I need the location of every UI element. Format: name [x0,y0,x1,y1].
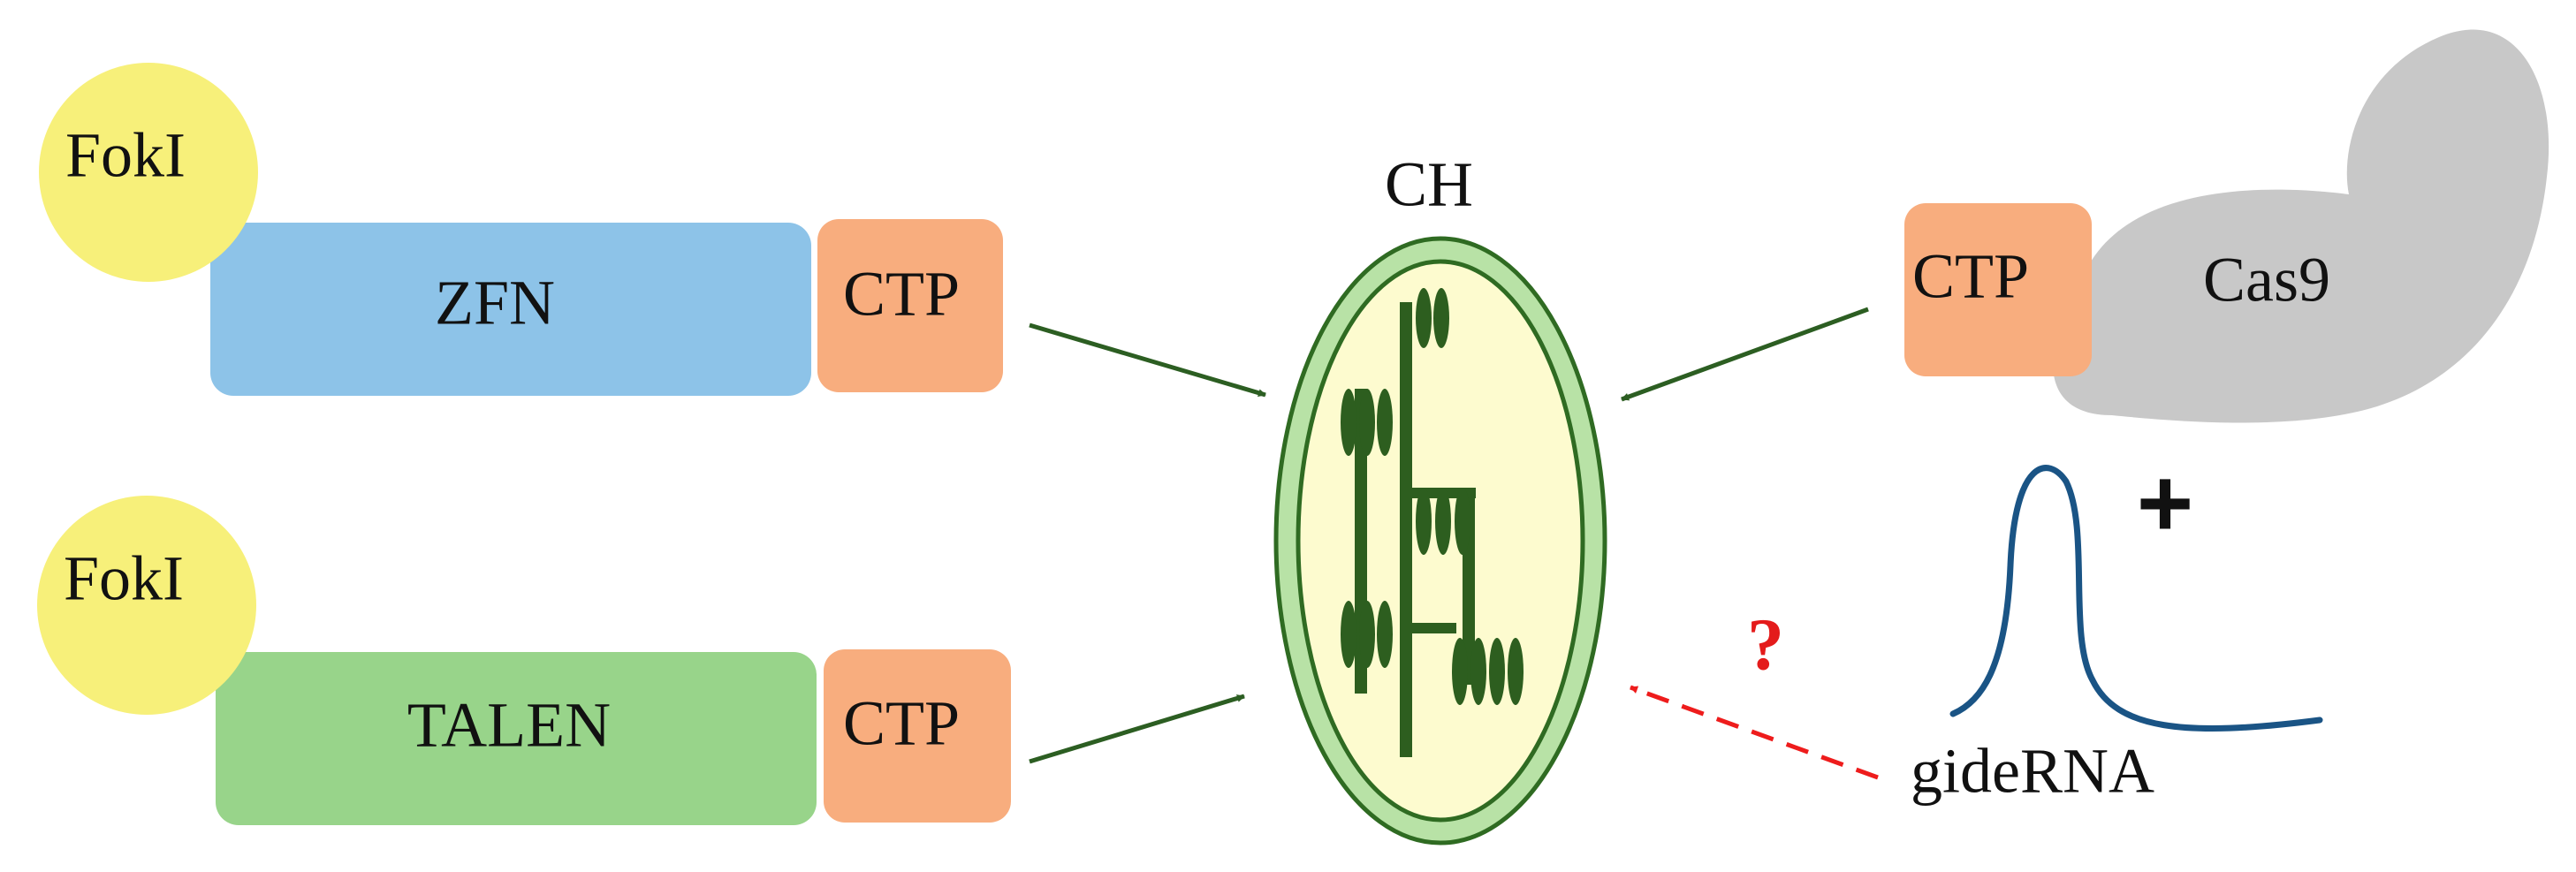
granum [1489,638,1505,705]
granum [1341,601,1356,668]
granum [1455,488,1470,555]
granum [1416,488,1432,555]
granum [1377,389,1393,456]
arrow-zfn-to-chloroplast [1029,322,1266,398]
foki-bottom-circle [37,496,256,715]
granum [1433,288,1449,348]
zfn-construct: FokI ZFN CTP [39,63,1003,396]
ctp-talen-box [824,649,1011,823]
plus-sign: + [2137,449,2193,557]
question-mark: ? [1747,603,1784,686]
granum [1470,638,1486,705]
lamella [1400,302,1412,757]
ctp-zfn-label: CTP [843,259,960,330]
talen-box [216,652,817,825]
granum [1416,288,1432,348]
granum [1359,389,1375,456]
cas9-construct: CTP Cas9 [1904,29,2549,423]
foki-top-label: FokI [65,120,186,191]
chloroplast-label: CH [1385,149,1473,220]
zfn-box [210,223,811,396]
zfn-label: ZFN [435,268,555,338]
granum [1341,389,1356,456]
granum [1359,601,1375,668]
granum [1452,638,1468,705]
guide-rna-curve [1949,465,2323,732]
granum [1377,601,1393,668]
ctp-zfn-box [817,219,1003,392]
cas9-label: Cas9 [2203,245,2330,315]
guide-rna: + ? gideRNA [1747,449,2323,807]
ctp-cas9-box [1904,203,2092,376]
guide-rna-label: gideRNA [1911,736,2154,807]
arrow-talen-to-chloroplast [1029,694,1245,764]
arrow-cas9-to-chloroplast [1621,307,1869,402]
foki-bottom-label: FokI [64,543,184,614]
ctp-cas9-label: CTP [1912,241,2029,312]
cas9-shape [2052,29,2549,423]
thylakoid-stacks [1341,288,1524,757]
ctp-talen-label: CTP [843,688,960,759]
talen-construct: FokI TALEN CTP [37,496,1011,825]
foki-top-circle [39,63,258,282]
arrow-guiderna-to-chloroplast [1630,685,1879,780]
talen-label: TALEN [407,690,611,761]
chloroplast: CH [1273,149,1607,845]
granum [1435,488,1451,555]
granum [1508,638,1524,705]
lamella [1412,623,1456,633]
